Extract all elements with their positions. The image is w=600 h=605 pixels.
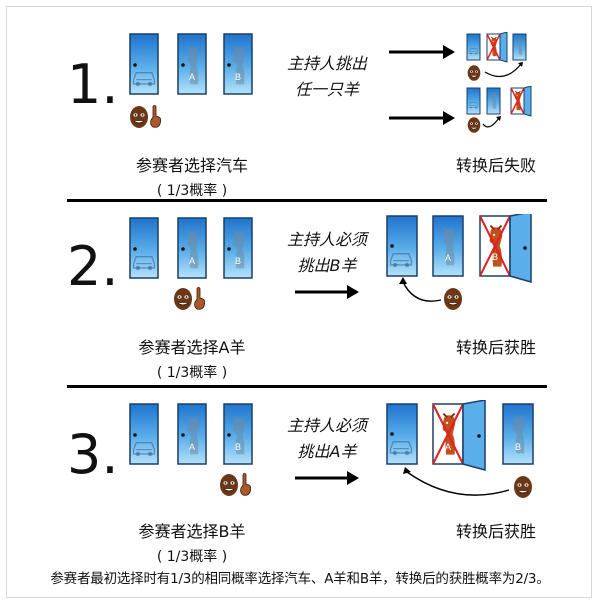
row-1-door-2-letter: A — [189, 72, 195, 82]
row-2-result: A B — [386, 214, 532, 311]
row-2-door-3: B — [223, 217, 253, 279]
row-2-result-label: 转换后获胜 — [455, 338, 536, 357]
row-1-door-2: A — [177, 33, 207, 95]
row-1-door-3: B — [223, 33, 253, 95]
row-1-contestant — [129, 105, 161, 129]
row-3-door-3: B — [223, 403, 253, 465]
row-3-result-door-3-letter: B — [515, 442, 521, 452]
row-2-result-door-3-letter: B — [492, 252, 498, 262]
separator-1 — [67, 199, 547, 202]
row-3-door-1 — [129, 403, 159, 465]
row-2-contestant — [173, 287, 205, 311]
row-1-arrows — [389, 45, 455, 125]
row-3-host-line-1: 主持人必须 — [286, 416, 367, 435]
row-1-result-top — [466, 32, 527, 82]
row-1-door-1 — [129, 33, 159, 95]
row-2-choice: 参赛者选择A羊 — [138, 338, 246, 357]
row-2-door-2: A — [177, 217, 207, 279]
row-1-host-line-2: 任一只羊 — [294, 80, 359, 99]
row-3-door-2-letter: A — [189, 442, 195, 452]
row-2-host-line-1: 主持人必须 — [286, 230, 367, 249]
row-1-door-3-letter: B — [235, 72, 241, 82]
row-3-result: A B — [386, 400, 534, 499]
row-2-door-2-letter: A — [189, 256, 195, 266]
row-3-number: 3. — [67, 423, 119, 486]
footer-caption: 参赛者最初选择时有1/3的相同概率选择汽车、A羊和B羊，转换后的获胜概率为2/3… — [50, 571, 550, 587]
separator-2 — [67, 385, 547, 388]
row-1-host-line-1: 主持人挑出 — [286, 54, 367, 73]
row-3-probability: ( 1/3概率 ) — [156, 549, 228, 565]
row-2-number: 2. — [67, 235, 119, 298]
row-3-result-label: 转换后获胜 — [455, 522, 536, 541]
row-3-host-line-2: 挑出A羊 — [297, 442, 357, 461]
row-2-probability: ( 1/3概率 ) — [156, 365, 228, 381]
row-2-door-1 — [129, 217, 159, 279]
row-1-probability: ( 1/3概率 ) — [156, 183, 228, 199]
monty-hall-diagram: 1. A B 主持人挑出 任一只羊 — [67, 24, 547, 579]
row-2-host-line-2: 挑出B羊 — [297, 256, 357, 275]
row-1-choice: 参赛者选择汽车 — [135, 156, 248, 175]
row-1-result-bottom — [466, 86, 532, 134]
figure-frame: 1. A B 主持人挑出 任一只羊 — [6, 6, 592, 598]
row-1-number: 1. — [67, 53, 119, 116]
row-3-door-3-letter: B — [235, 442, 241, 452]
row-2-door-3-letter: B — [235, 256, 241, 266]
row-3-choice: 参赛者选择B羊 — [138, 522, 246, 541]
row-1-result-label: 转换后失败 — [455, 156, 536, 175]
row-2-arrow — [295, 285, 359, 299]
row-2-result-door-2-letter: A — [445, 253, 451, 263]
row-3-contestant — [219, 473, 251, 497]
row-3-result-door-2-letter: A — [445, 442, 451, 452]
row-3-arrow — [295, 471, 359, 485]
row-3-door-2: A — [177, 403, 207, 465]
